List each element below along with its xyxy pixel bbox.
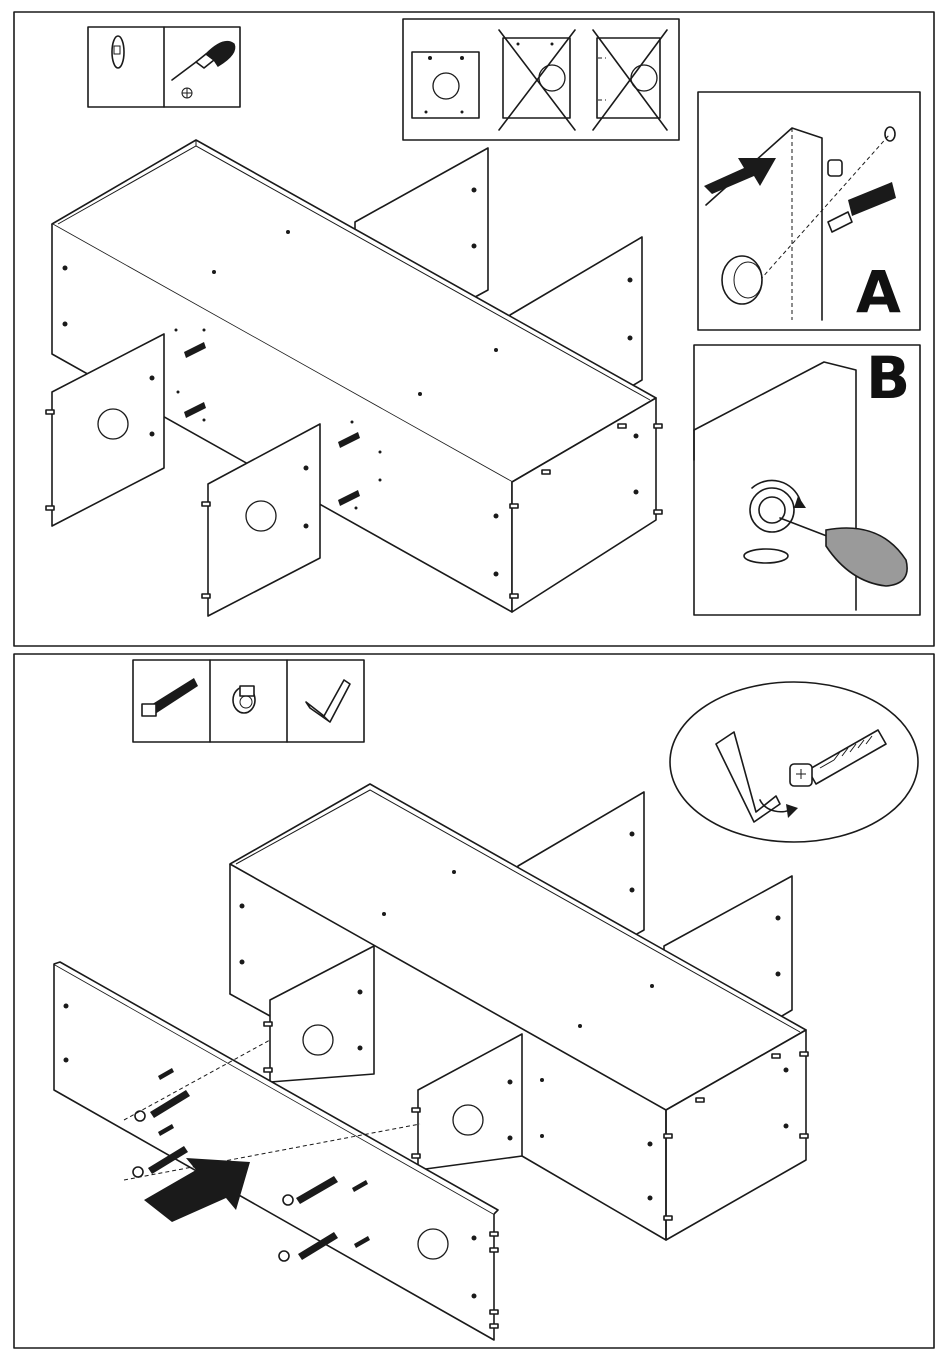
incorrect-orientation-panel xyxy=(499,30,575,130)
insert-arrow-icon xyxy=(704,158,776,194)
cam-bolt-icon xyxy=(828,182,896,232)
cam-lock-icon xyxy=(233,686,255,713)
detail-a-label: A xyxy=(856,258,901,326)
confirmat-screw-icon xyxy=(142,678,198,716)
screwdriver-icon xyxy=(172,42,235,98)
detail-b-label: B xyxy=(866,344,910,412)
confirmat-screw-icon xyxy=(790,730,886,786)
cam-lock-nut-icon xyxy=(112,36,124,68)
allen-key-icon xyxy=(716,732,780,822)
screwdriver-icon xyxy=(780,518,907,586)
orientation-check-box xyxy=(403,19,679,140)
correct-orientation-panel xyxy=(412,52,479,118)
step2-tools-box xyxy=(133,660,364,742)
step1-tools-box xyxy=(88,27,240,107)
detail-b-box: B xyxy=(694,344,920,615)
detail-a-box: A xyxy=(698,92,920,330)
cam-lock-icon xyxy=(722,256,762,304)
cam-lock-nut-icon xyxy=(744,549,788,563)
cap-icon xyxy=(885,127,895,141)
incorrect-orientation-panel xyxy=(593,30,667,130)
dowel-icon xyxy=(828,160,842,176)
allen-key-detail-bubble xyxy=(670,682,918,842)
allen-key-icon xyxy=(306,680,350,722)
